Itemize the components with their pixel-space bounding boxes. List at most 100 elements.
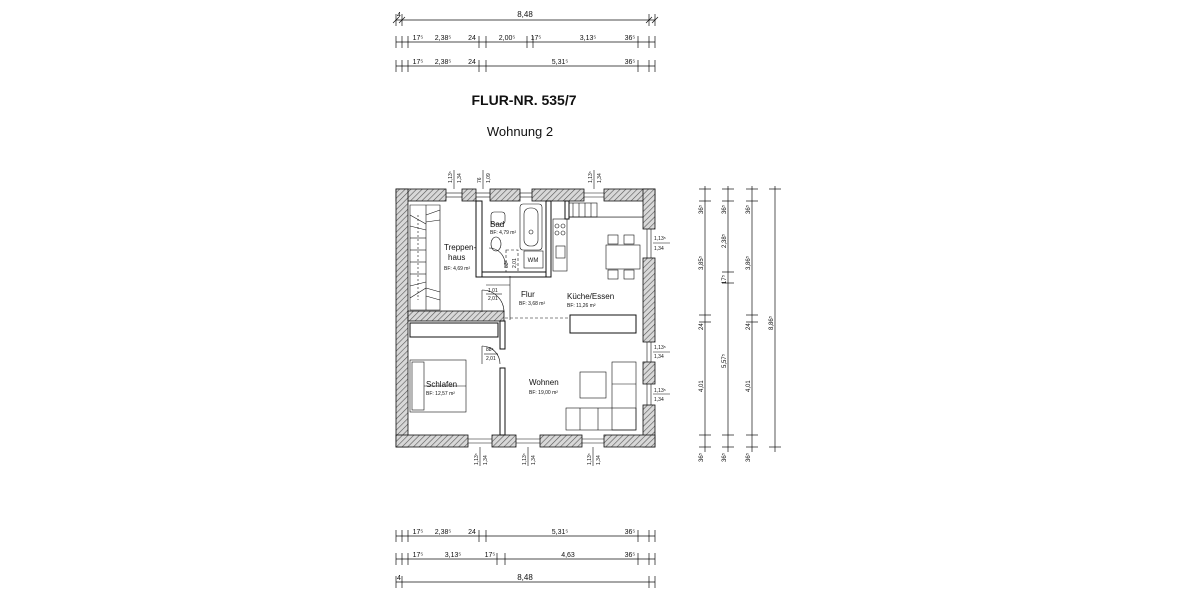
dim-right-c3-d: 4,01: [746, 380, 752, 392]
dining-chair: [623, 269, 635, 280]
top-dimension-chains: 4 8,48 17⁵ 2,38⁵ 24 2,00⁵ 17⁵ 3,13⁵ 36⁵ …: [392, 10, 659, 72]
bathroom-fixtures: [490, 203, 544, 273]
washing-machine: [523, 250, 544, 269]
room-name-bad: Bad: [490, 220, 504, 229]
room-name-kueche: Küche/Essen: [567, 292, 614, 301]
dining-chair: [607, 269, 619, 280]
opening-door-schl-b: 2,01: [486, 356, 496, 362]
room-area-treppenhaus: BF: 4,69 m²: [444, 266, 470, 272]
bottom-dimension-chains: 17⁵ 2,38⁵ 24 5,31⁵ 36⁵ 17⁵ 3,13⁵ 17⁵ 4,6…: [395, 529, 656, 588]
wm-label: WM: [528, 258, 539, 264]
dim-bot-r3-a: 4: [397, 575, 401, 582]
room-area-kueche: BF: 11,26 m²: [567, 303, 596, 309]
dim-bot-r2-c: 17⁵: [485, 552, 496, 559]
opening-right1a: 1,13⁵: [654, 236, 666, 242]
dim-top-r2-f: 3,13⁵: [580, 35, 597, 42]
room-name-treppenhaus-1: Treppen-: [444, 243, 477, 252]
opening-bot1b: 1,34: [483, 455, 489, 465]
dim-bot-r1-a: 17⁵: [413, 529, 424, 536]
interior-walls: [407, 200, 637, 436]
room-name-flur: Flur: [521, 290, 535, 299]
dim-ticks-top-row2: [395, 36, 656, 48]
room-labels: Treppen- haus BF: 4,69 m² Bad BF: 4,79 m…: [426, 220, 614, 397]
opening-door-flur-b: 2,01: [488, 296, 498, 302]
dining-chair: [607, 234, 619, 245]
dim-bot-r2-a: 17⁵: [413, 552, 424, 559]
dim-top-r3-a: 17⁵: [413, 59, 424, 66]
exterior-walls: [395, 188, 656, 448]
opening-bot1a: 1,13⁵: [474, 453, 480, 465]
opening-top1: 1,13⁵: [448, 171, 454, 183]
dim-top-r1-b: 8,48: [517, 10, 533, 19]
room-name-schlafen: Schlafen: [426, 380, 457, 389]
opening-door-schl-a: 88⁵: [486, 347, 494, 353]
dim-top-r2-d: 2,00⁵: [499, 35, 516, 42]
plan-title: FLUR-NR. 535/7: [471, 92, 576, 108]
dim-bot-r2-d: 4,63: [561, 552, 575, 559]
sink: [490, 211, 506, 225]
opening-bot2a: 1,13⁵: [522, 453, 528, 465]
dim-bot-r1-b: 2,38⁵: [435, 529, 452, 536]
dim-right-c2-a: 36⁵: [721, 204, 728, 214]
dim-ticks-top-row1: [392, 14, 659, 26]
dim-top-r2-e: 17⁵: [531, 35, 542, 42]
dim-right-c3-e: 36⁵: [745, 452, 752, 462]
room-area-wohnen: BF: 19,00 m²: [529, 390, 558, 396]
dim-right-c1-b: 3,85⁵: [698, 255, 705, 270]
room-area-bad: BF: 4,79 m²: [490, 230, 516, 236]
dim-right-c4-a: 8,86⁵: [768, 315, 775, 330]
sofa: [611, 361, 637, 431]
dim-right-c1-e: 36⁵: [698, 452, 705, 462]
dim-bot-r2-e: 36⁵: [625, 552, 636, 559]
hallway-details: [486, 276, 570, 320]
dim-ticks-top-row3: [395, 60, 656, 72]
dim-top-r3-d: 5,31⁵: [552, 59, 569, 66]
dim-bot-r2-b: 3,13⁵: [445, 552, 462, 559]
dim-top-r2-g: 36⁵: [625, 35, 636, 42]
dim-bot-r1-d: 5,31⁵: [552, 529, 569, 536]
dim-bot-r3-b: 8,48: [517, 573, 533, 582]
dim-right-c3-b: 3,86⁵: [745, 255, 752, 270]
opening-top2b: 1,09: [486, 173, 492, 183]
room-area-schlafen: BF: 12,57 m²: [426, 391, 455, 397]
opening-top2: 76: [477, 177, 483, 183]
dim-bot-r1-c: 24: [468, 529, 476, 536]
opening-bot2b: 1,34: [531, 455, 537, 465]
bathtub: [519, 203, 543, 251]
opening-bot3a: 1,13⁵: [587, 453, 593, 465]
dim-right-c2-e: 36⁵: [721, 452, 728, 462]
dim-top-r3-e: 36⁵: [625, 59, 636, 66]
dim-top-r3-c: 24: [468, 59, 476, 66]
opening-top3: 1,13⁵: [588, 171, 594, 183]
opening-labels: 1,13⁵ 1,34 76 1,09 1,13⁵ 1,34 1,01 2,01 …: [448, 170, 670, 466]
opening-door-flur-a: 1,01: [488, 288, 498, 294]
opening-door-bad-a: 88⁵: [504, 260, 510, 268]
kitchen-fixtures: [552, 202, 644, 280]
opening-top1b: 1,34: [457, 173, 463, 183]
dim-top-r2-c: 24: [468, 35, 476, 42]
dim-right-c1-a: 36⁵: [698, 204, 705, 214]
dim-right-c3-a: 36⁵: [745, 204, 752, 214]
dim-bot-r1-e: 36⁵: [625, 529, 636, 536]
dim-right-c2-b: 2,38⁵: [721, 233, 728, 248]
room-name-treppenhaus-2: haus: [448, 253, 465, 262]
right-dimension-chains: 36⁵ 3,85⁵ 24 4,01 36⁵ 36⁵ 2,38⁵ 17⁵ 5,57…: [698, 186, 781, 462]
opening-right1b: 1,34: [654, 246, 664, 252]
living-furniture: [565, 361, 637, 431]
dim-right-c2-c: 17⁵: [721, 274, 728, 284]
room-name-wohnen: Wohnen: [529, 378, 559, 387]
dim-top-r2-a: 17⁵: [413, 35, 424, 42]
opening-right3a: 1,13⁵: [654, 388, 666, 394]
bedroom-furniture: [409, 359, 467, 413]
dim-right-c1-c: 24: [699, 323, 705, 330]
dim-top-r2-b: 2,38⁵: [435, 35, 452, 42]
plan-subtitle: Wohnung 2: [487, 124, 553, 139]
dim-top-r1-a: 4: [397, 12, 401, 19]
dining-table: [605, 244, 641, 270]
opening-right3b: 1,34: [654, 397, 664, 403]
dim-top-r3-b: 2,38⁵: [435, 59, 452, 66]
opening-right2b: 1,34: [654, 354, 664, 360]
dim-right-c2-d: 5,57⁵: [721, 353, 728, 368]
doors: [481, 247, 506, 365]
